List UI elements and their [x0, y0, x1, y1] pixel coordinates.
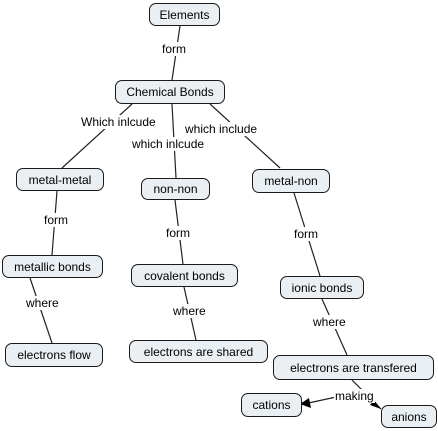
node-metal-metal[interactable]: metal-metal [16, 168, 104, 191]
link-label-form-metal: form [43, 213, 69, 227]
link-label-where-metallic: where [25, 296, 60, 310]
link-label-form-ionic: form [293, 227, 319, 241]
node-anions[interactable]: anions [381, 405, 437, 428]
node-non-non[interactable]: non-non [141, 178, 210, 200]
link-label-which-include-mid: which inlcude [131, 137, 206, 151]
node-metal-non[interactable]: metal-non [252, 169, 330, 193]
node-covalent-bonds[interactable]: covalent bonds [131, 264, 238, 287]
edge-metallic-bonds-electrons-flow [29, 277, 53, 344]
link-label-form-non: form [165, 226, 191, 240]
node-ionic-bonds[interactable]: ionic bonds [280, 276, 364, 299]
node-cations[interactable]: cations [241, 393, 302, 417]
node-electrons-are-transfered[interactable]: electrons are transfered [273, 355, 434, 380]
link-label-form: form [161, 42, 187, 56]
node-elements[interactable]: Elements [149, 3, 220, 26]
link-label-making: making [334, 389, 375, 403]
link-label-where-ionic: where [312, 315, 347, 329]
node-electrons-flow[interactable]: electrons flow [5, 343, 103, 367]
link-label-which-include-right: which include [184, 122, 259, 136]
edge-chemical-bonds-metal-metal [61, 103, 133, 169]
arrowhead-cations [300, 398, 311, 408]
node-metallic-bonds[interactable]: metallic bonds [2, 255, 103, 278]
link-label-which-include-left: Which inlcude [80, 115, 157, 129]
link-label-where-covalent: where [172, 304, 207, 318]
node-electrons-are-shared[interactable]: electrons are shared [129, 340, 268, 363]
node-chemical-bonds[interactable]: Chemical Bonds [115, 80, 225, 104]
edge-chemical-bonds-metal-non [209, 103, 281, 169]
